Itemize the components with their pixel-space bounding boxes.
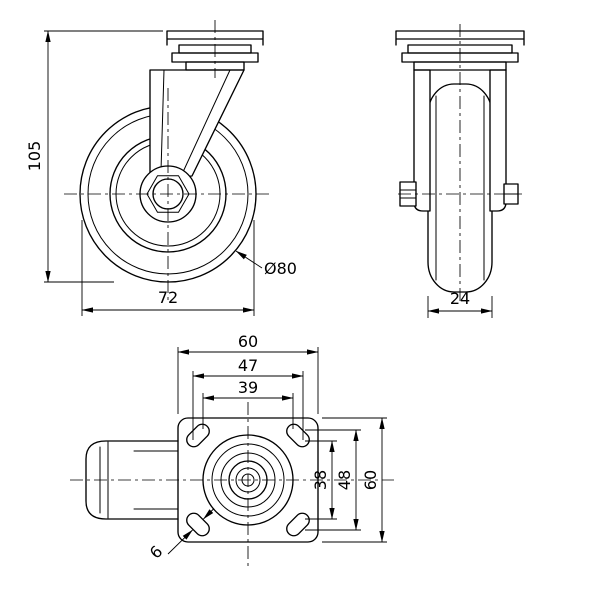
side-fork bbox=[149, 69, 245, 181]
side-wheel-centerlines bbox=[64, 88, 272, 300]
front-centerlines bbox=[398, 24, 522, 302]
plan-bolt-width-min-label: 38 bbox=[311, 470, 330, 490]
front-swivel-ring-lower bbox=[413, 61, 507, 71]
plan-plate-length-extension-lines bbox=[177, 347, 319, 414]
plan-plate-width-extension-lines bbox=[322, 417, 387, 543]
plan-bolt-width-max-label: 48 bbox=[335, 470, 354, 490]
plan-bolt-slot-bottom-left bbox=[186, 512, 210, 537]
side-view: 105 72 Ø80 bbox=[25, 20, 297, 316]
plan-wheel-outline bbox=[85, 440, 179, 520]
plan-plate-width-label: 60 bbox=[361, 470, 380, 490]
plan-fork-lines bbox=[133, 450, 179, 510]
plan-plate-length-label: 60 bbox=[238, 332, 258, 351]
front-width-extension-lines bbox=[427, 296, 493, 318]
plan-slot-width-leader-lower bbox=[167, 529, 193, 555]
side-wheel-diameter-label: Ø80 bbox=[264, 259, 297, 278]
plan-bolt-max-extension-lines bbox=[192, 371, 304, 440]
plan-slot-width-label: 6 bbox=[146, 542, 167, 563]
plan-bolt-slot-top-right bbox=[286, 423, 310, 448]
plan-centerlines bbox=[70, 402, 394, 566]
plan-bolt-max-label: 47 bbox=[238, 356, 258, 375]
front-width-dimension-label: 24 bbox=[450, 289, 470, 308]
plan-slot-width-leader-upper bbox=[203, 508, 215, 520]
side-length-extension-lines bbox=[81, 220, 255, 316]
side-height-extension-lines bbox=[44, 30, 163, 283]
plan-bolt-slot-top-left bbox=[186, 423, 210, 448]
side-height-dimension-label: 105 bbox=[25, 141, 44, 172]
side-length-dimension-label: 72 bbox=[158, 288, 178, 307]
plan-view: 60 47 39 38 48 60 6 bbox=[70, 332, 394, 566]
plan-bolt-width-max-extension-lines bbox=[305, 429, 361, 531]
front-axle-bolt-lines bbox=[399, 189, 417, 199]
side-fork-inner-lines bbox=[160, 69, 231, 173]
front-wheel-tread-lines bbox=[435, 95, 485, 281]
front-view: 24 bbox=[395, 24, 525, 318]
plan-bolt-slot-bottom-right bbox=[286, 512, 310, 537]
side-wheel-diameter-leader bbox=[235, 250, 263, 269]
plan-bolt-min-label: 39 bbox=[238, 378, 258, 397]
